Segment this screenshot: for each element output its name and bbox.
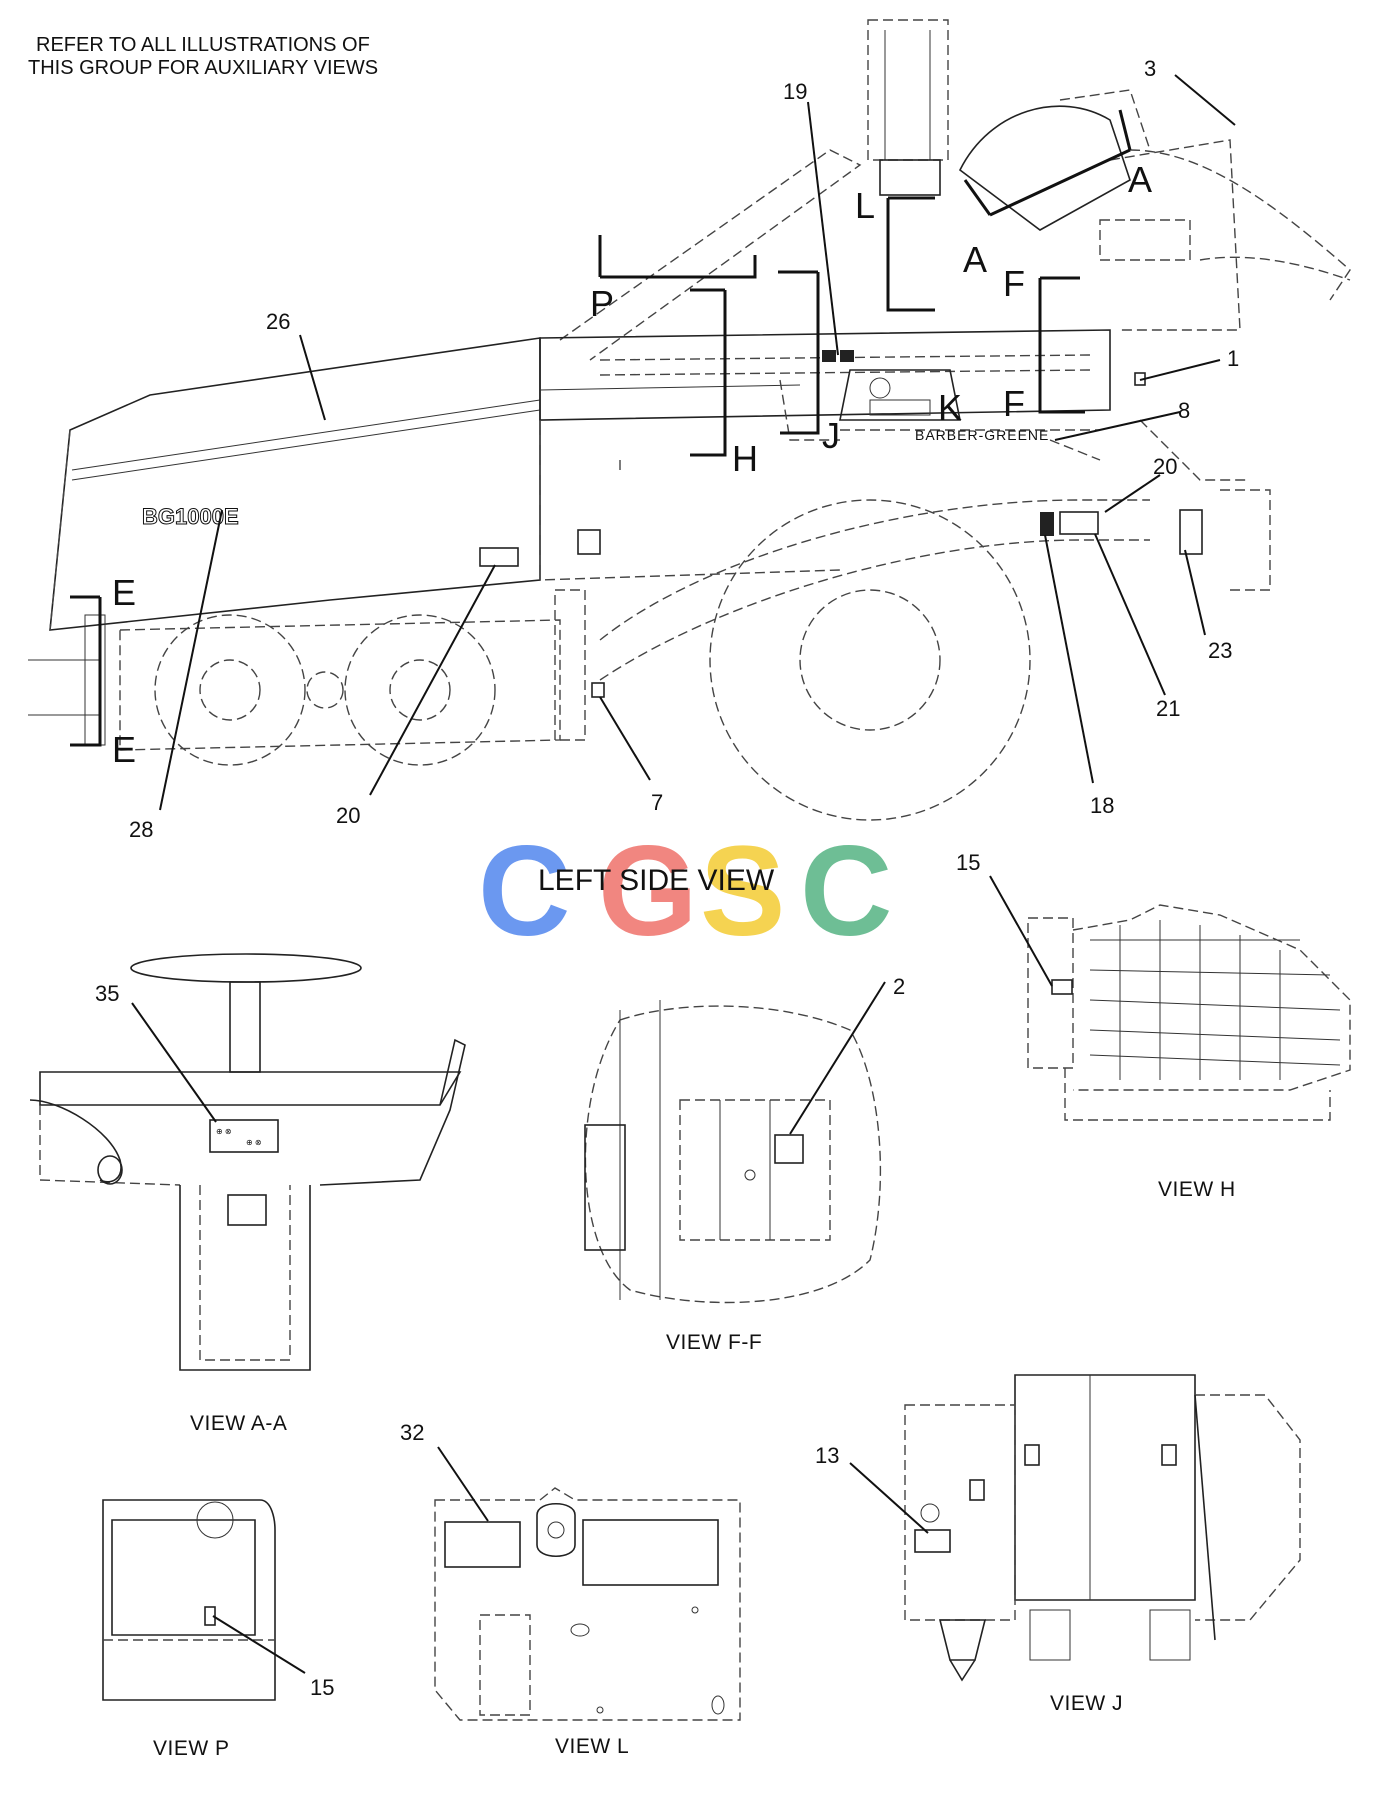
section-arrows <box>70 109 1132 747</box>
view-l-drawing <box>434 1487 741 1721</box>
section-label-e-lower: E <box>112 729 136 770</box>
section-label-p: P <box>590 283 614 324</box>
section-label-a-lower: A <box>963 239 987 280</box>
view-aa-leader <box>131 1002 217 1123</box>
view-l-caption: VIEW L <box>555 1735 629 1758</box>
main-view-leader-lines <box>159 74 1236 811</box>
view-j-leader <box>849 1462 929 1534</box>
view-ff-caption: VIEW F-F <box>666 1331 762 1354</box>
view-j-drawing <box>904 1374 1301 1682</box>
view-p-caption: VIEW P <box>153 1737 230 1760</box>
callout-7: 7 <box>651 790 663 815</box>
view-h-callout-15: 15 <box>956 850 980 875</box>
view-p-leader <box>212 1615 306 1674</box>
view-ff-leader <box>789 981 886 1135</box>
callout-26: 26 <box>266 309 290 334</box>
callout-21: 21 <box>1156 696 1180 721</box>
view-j-callout-13: 13 <box>815 1443 839 1468</box>
left-side-view-caption: LEFT SIDE VIEW <box>538 864 775 897</box>
view-l-leader <box>437 1446 489 1522</box>
view-aa-caption: VIEW A-A <box>190 1412 287 1435</box>
watermark-letter-g: G <box>598 820 698 963</box>
watermark-letter-c1: C <box>478 820 570 963</box>
callout-23: 23 <box>1208 638 1232 663</box>
callout-3: 3 <box>1144 56 1156 81</box>
view-l-callout-32: 32 <box>400 1420 424 1445</box>
auxiliary-views-note-line2: THIS GROUP FOR AUXILIARY VIEWS <box>28 57 378 79</box>
view-j-caption: VIEW J <box>1050 1692 1123 1715</box>
callout-28: 28 <box>129 817 153 842</box>
callout-18: 18 <box>1090 793 1114 818</box>
svg-text:⊕ ⊗: ⊕ ⊗ <box>216 1127 232 1136</box>
callout-8: 8 <box>1178 398 1190 423</box>
section-label-j: J <box>822 415 840 456</box>
cgsc-watermark-logo: C G S C <box>478 820 892 963</box>
view-h-caption: VIEW H <box>1158 1178 1236 1201</box>
view-ff-drawing <box>584 1000 882 1304</box>
brand-nameplate: BARBER-GREENE <box>915 427 1049 443</box>
view-ff-callout-2: 2 <box>893 974 905 999</box>
view-h-leader <box>989 875 1053 987</box>
watermark-letter-c2: C <box>800 820 892 963</box>
auxiliary-views-note-line1: REFER TO ALL ILLUSTRATIONS OF <box>36 34 370 56</box>
view-p-drawing <box>102 1499 276 1701</box>
view-h-drawing <box>1027 904 1351 1121</box>
section-label-h: H <box>732 438 758 479</box>
section-label-l: L <box>855 185 875 226</box>
view-aa-drawing: ⊕ ⊗ ⊕ ⊗ <box>29 953 466 1371</box>
section-label-a-upper: A <box>1128 159 1152 200</box>
watermark-letter-s: S <box>700 820 785 963</box>
callout-19: 19 <box>783 79 807 104</box>
section-label-e-upper: E <box>112 572 136 613</box>
view-p-callout-15: 15 <box>310 1675 334 1700</box>
callout-20-rear: 20 <box>1153 454 1177 479</box>
section-label-f-upper: F <box>1003 263 1025 304</box>
left-side-view-drawing <box>28 19 1351 821</box>
section-label-f-lower: F <box>1003 383 1025 424</box>
section-label-k: K <box>938 387 962 428</box>
callout-1: 1 <box>1227 346 1239 371</box>
svg-text:⊕ ⊗: ⊕ ⊗ <box>246 1138 262 1147</box>
view-aa-callout-35: 35 <box>95 981 119 1006</box>
callout-20-front: 20 <box>336 803 360 828</box>
model-badge: BG1000E <box>142 504 239 529</box>
